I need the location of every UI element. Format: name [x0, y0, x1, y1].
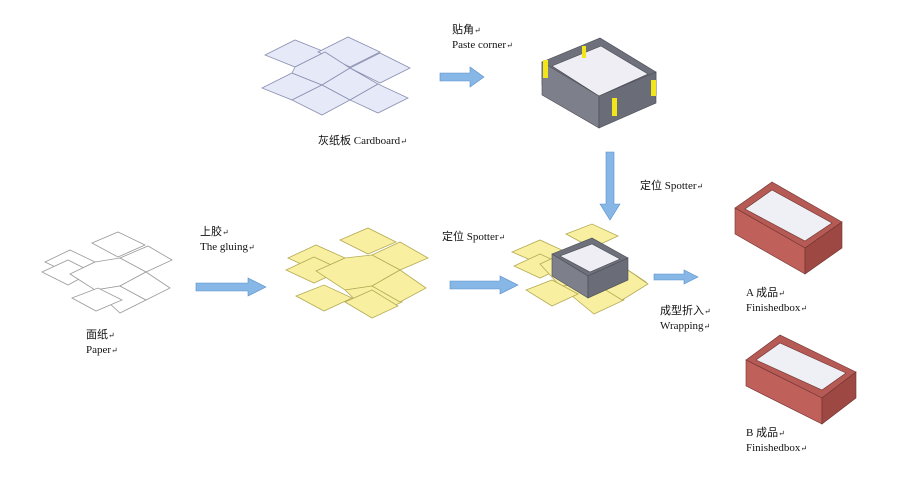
spotter-horizontal-en: Spotter	[466, 231, 499, 243]
gray-box-with-corners	[541, 37, 657, 129]
arrow-to-paste-corner	[439, 66, 485, 88]
label-spotter-vertical: 定位 Spotter↵	[640, 179, 703, 194]
return-mark: ↵	[800, 444, 808, 453]
wrapping-en: Wrapping	[660, 320, 704, 332]
return-mark: ↵	[498, 233, 506, 242]
return-mark: ↵	[400, 137, 407, 146]
paper-zh: 面纸	[86, 329, 108, 341]
arrow-to-gluing	[195, 277, 267, 297]
return-mark: ↵	[474, 26, 481, 35]
label-paper: 面纸↵ Paper↵	[86, 328, 118, 358]
return-mark: ↵	[506, 41, 513, 50]
return-mark: ↵	[222, 228, 229, 237]
return-mark: ↵	[800, 304, 808, 313]
finished-a-en: Finishedbox	[746, 302, 801, 314]
arrow-to-spotter	[449, 275, 519, 295]
finished-box-a	[734, 181, 843, 275]
return-mark: ↵	[704, 307, 711, 316]
finished-b-zh: B 成品	[746, 427, 779, 439]
gluing-en: The gluing	[200, 241, 248, 253]
return-mark: ↵	[111, 346, 118, 355]
label-finished-b: B 成品↵ Finishedbox↵	[746, 426, 807, 456]
paste-corner-en: Paste corner	[452, 39, 507, 51]
label-spotter-horizontal: 定位 Spotter↵	[442, 230, 505, 245]
paste-corner-zh: 贴角	[452, 24, 474, 36]
paper-en: Paper	[86, 344, 112, 356]
spotter-vertical-zh: 定位	[640, 180, 662, 192]
return-mark: ↵	[247, 243, 255, 252]
label-paste-corner: 贴角↵ Paste corner↵	[452, 23, 513, 53]
paper-sheet-outline	[41, 231, 173, 314]
spotter-assembly	[510, 223, 649, 315]
arrow-down-to-spotter	[599, 151, 621, 221]
label-cardboard: 灰纸板 Cardboard↵	[318, 134, 407, 149]
cardboard-zh: 灰纸板	[318, 135, 351, 147]
label-finished-a: A 成品↵ Finishedbox↵	[746, 286, 807, 316]
return-mark: ↵	[703, 322, 711, 331]
gluing-zh: 上胶	[200, 226, 222, 238]
finished-b-en: Finishedbox	[746, 442, 801, 454]
finished-box-b	[745, 334, 857, 425]
cardboard-en: Cardboard	[353, 135, 401, 147]
return-mark: ↵	[778, 429, 785, 438]
spotter-vertical-en: Spotter	[664, 180, 697, 192]
label-wrapping: 成型折入↵ Wrapping↵	[660, 304, 711, 334]
return-mark: ↵	[778, 289, 785, 298]
label-gluing: 上胶↵ The gluing↵	[200, 225, 255, 255]
spotter-horizontal-zh: 定位	[442, 231, 464, 243]
arrow-to-finished	[653, 269, 699, 285]
return-mark: ↵	[696, 182, 704, 191]
glued-paper-sheet	[285, 227, 429, 319]
finished-a-zh: A 成品	[746, 287, 779, 299]
cardboard-sheets	[261, 36, 411, 116]
wrapping-zh: 成型折入	[660, 305, 704, 317]
return-mark: ↵	[108, 331, 115, 340]
